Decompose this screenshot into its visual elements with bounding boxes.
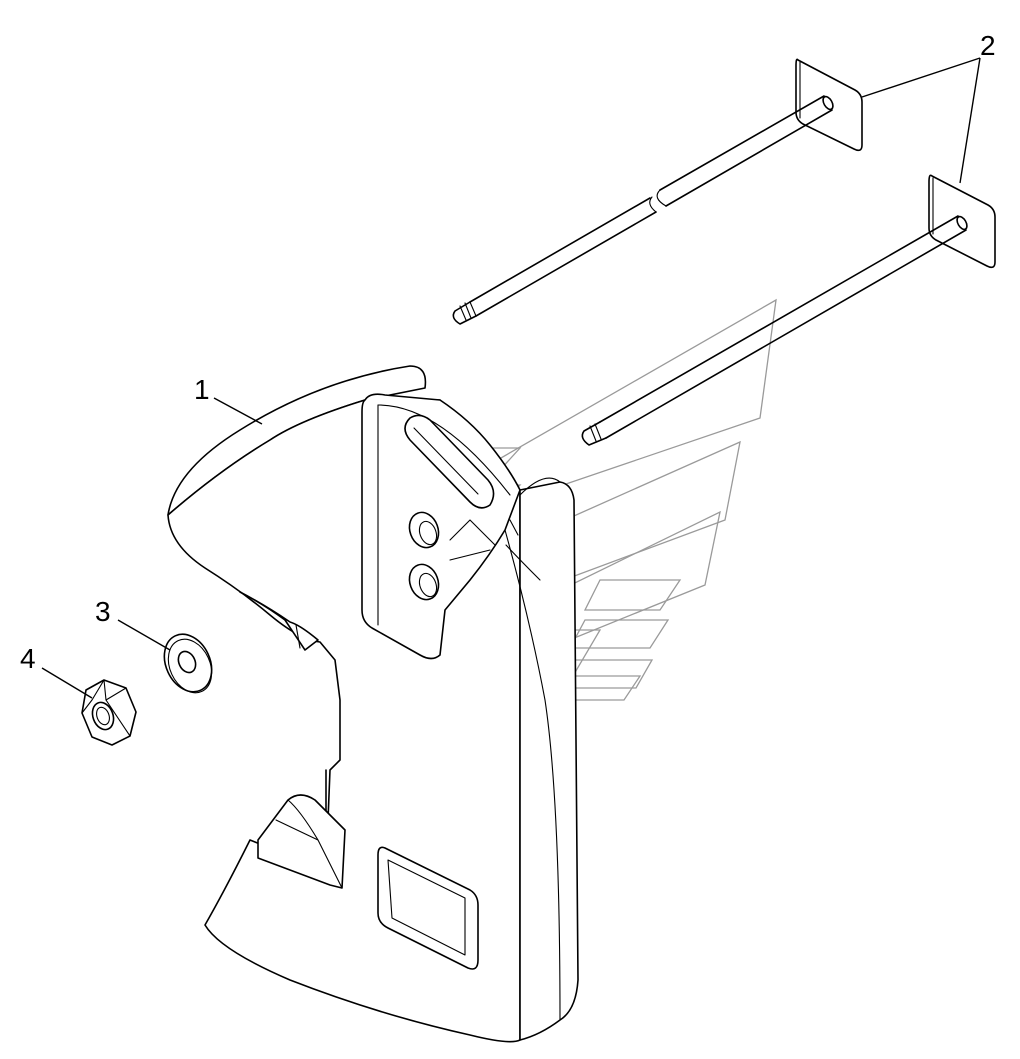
callout-2: 2 [980,30,996,61]
leader-4 [41,667,93,699]
t-bolt-upper [452,58,863,325]
leader-2a [861,57,981,98]
washer [163,633,213,694]
t-bolt-lower-thread [581,421,607,446]
leader-2b [959,57,981,184]
leader-lines [41,57,981,699]
callout-3: 3 [95,596,111,627]
callout-4: 4 [20,643,36,674]
leader-1 [213,397,263,425]
callout-1: 1 [194,374,210,405]
t-bolt-upper-thread [452,301,477,325]
leader-3 [117,619,171,651]
t-bolt-lower [581,174,996,446]
counterweight-bracket [361,393,521,660]
hex-nut [81,679,137,746]
